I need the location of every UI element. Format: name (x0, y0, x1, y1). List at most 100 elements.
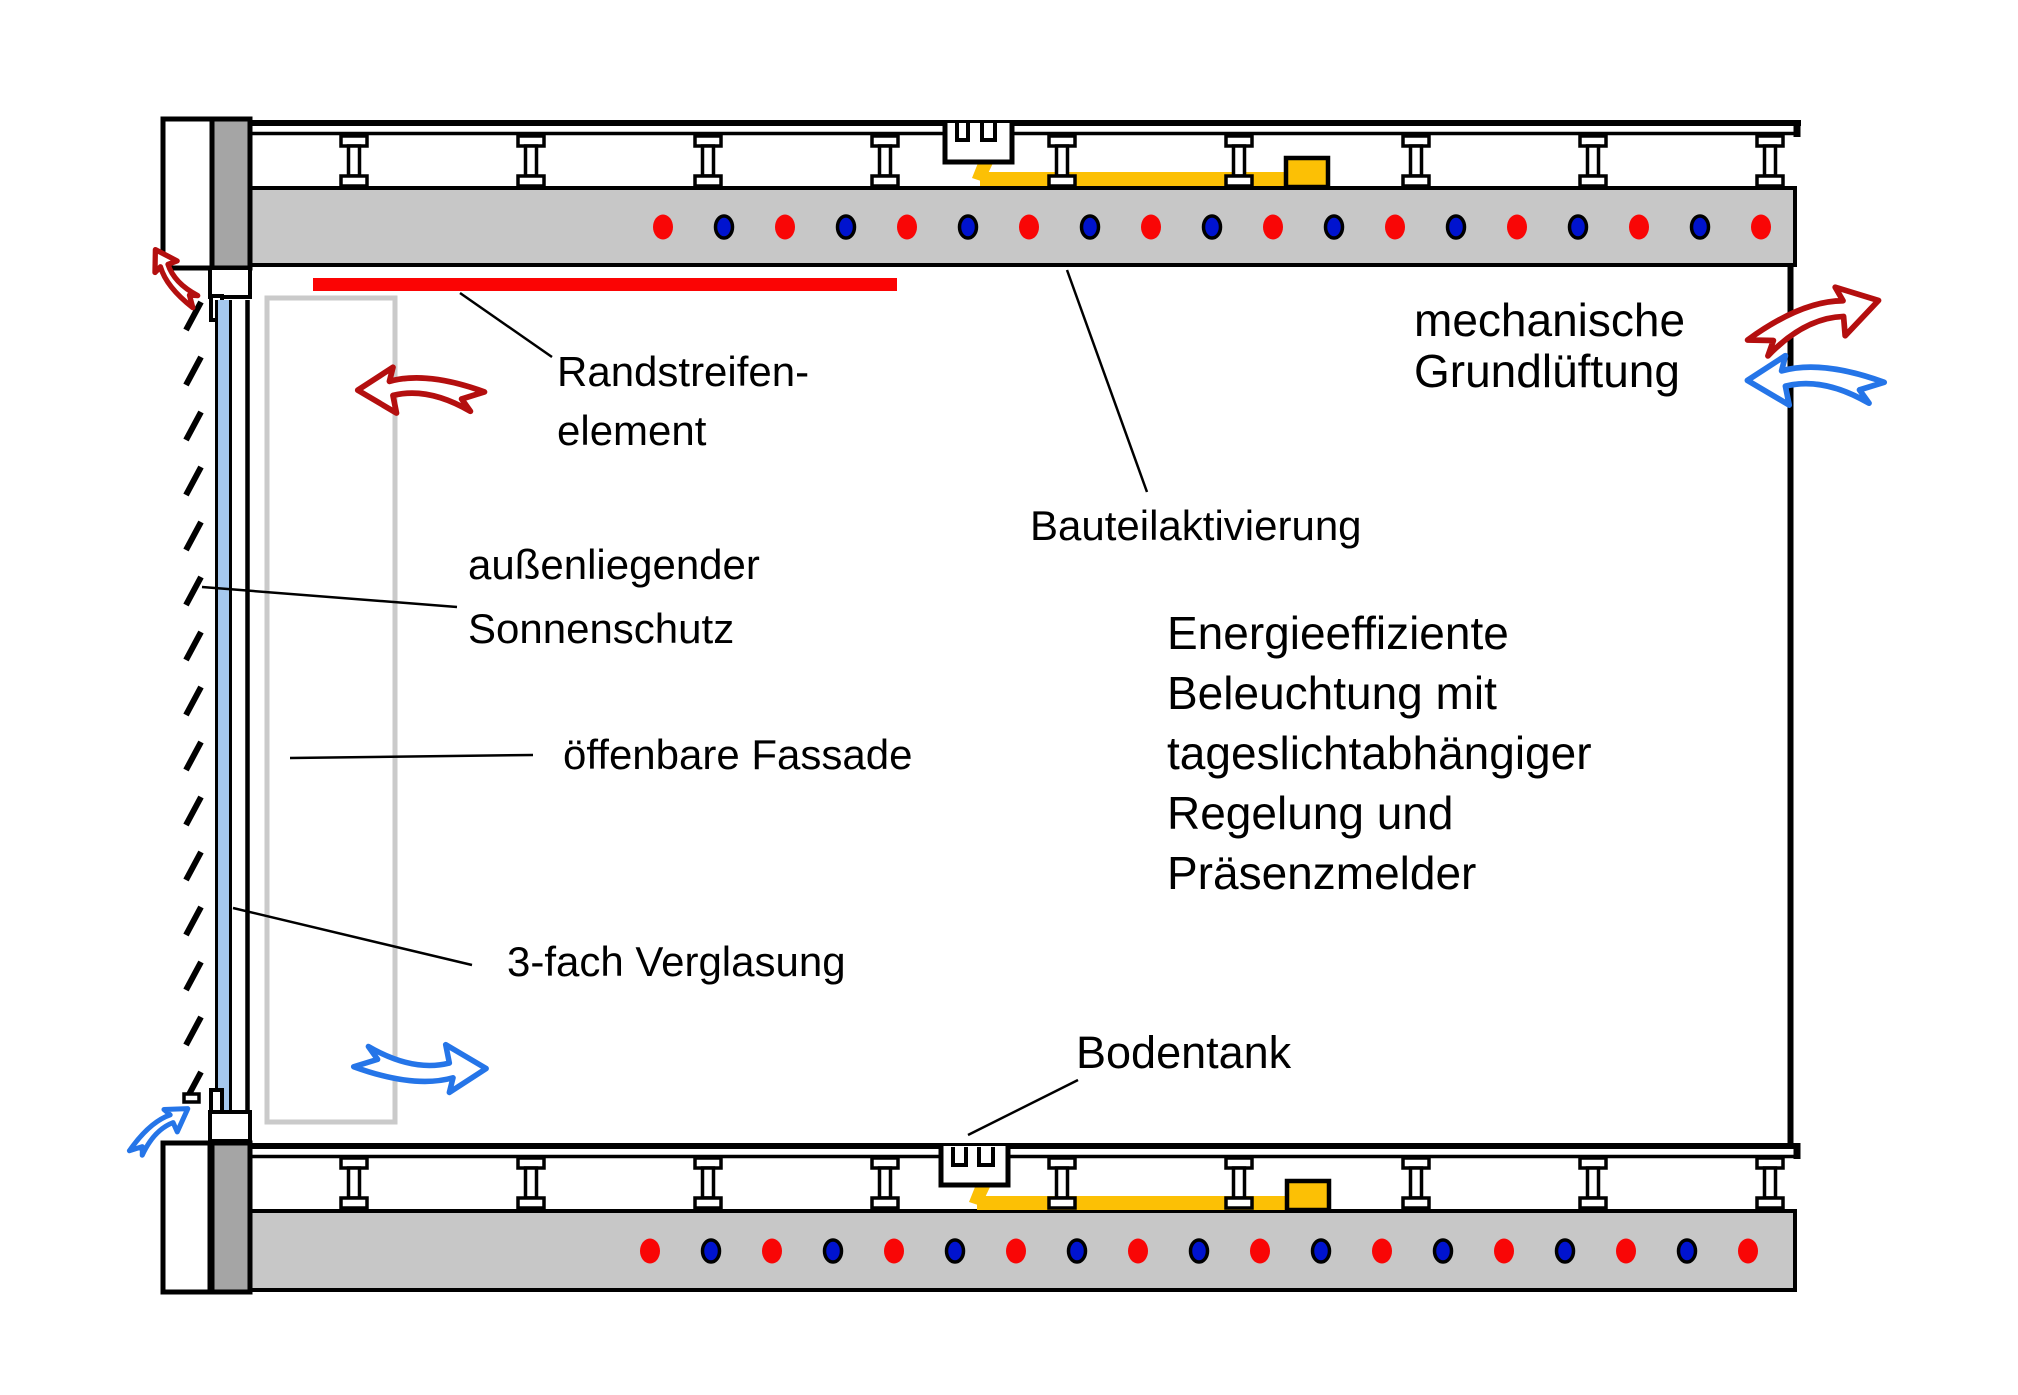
slab-pipe-blue (1676, 1238, 1698, 1264)
slab-pipe-blue (713, 214, 735, 240)
floor-pedestal (1047, 1156, 1077, 1210)
floor-pedestal (870, 134, 900, 188)
floor-tank-bottom-slot (951, 1147, 968, 1167)
floor-pedestal (1224, 1156, 1254, 1210)
floor-outlet-box-top (1283, 155, 1331, 190)
glazing-bottom-fixing (209, 1088, 224, 1114)
slab-pipe-red (1372, 1238, 1392, 1264)
floor-outlet-box-bottom (1284, 1178, 1332, 1213)
slab-pipe-red (1019, 214, 1039, 240)
hatch-dash (183, 960, 204, 992)
slab-pipe-red (1128, 1238, 1148, 1264)
facade (182, 266, 398, 1143)
slab-pipe-red (1006, 1238, 1026, 1264)
floor-pedestal (1755, 1156, 1785, 1210)
label-line: tageslichtabhängiger (1167, 727, 1592, 779)
slab-pipe-blue (1432, 1238, 1454, 1264)
hatch-dash (183, 630, 204, 662)
floor-pedestal (1578, 134, 1608, 188)
slab-pipe-blue (1445, 214, 1467, 240)
slab-pipe-red (897, 214, 917, 240)
supply-air-arrow-room-left-icon (354, 1045, 486, 1093)
floor-pedestals-top (339, 134, 1785, 188)
triple-glazing-pane (218, 300, 229, 1112)
hatch-dash (183, 465, 204, 497)
lower-facade-column-core (209, 1140, 253, 1295)
label-line: Präsenzmelder (1167, 847, 1477, 899)
slab-pipe-red (884, 1238, 904, 1264)
slab-pipe-blue (1079, 214, 1101, 240)
floor-pedestal (1401, 134, 1431, 188)
label-oeffenbare-fassade: öffenbare Fassade (563, 731, 913, 778)
room-exhaust-arrow-left-icon (358, 367, 485, 413)
slab-pipe-red (1751, 214, 1771, 240)
label-line: Regelung und (1167, 787, 1454, 839)
hatch-dash (183, 685, 204, 717)
upper-floor-assembly (163, 120, 1801, 267)
upper-facade-column (160, 116, 215, 271)
label-line: Energieeffiziente (1167, 607, 1509, 659)
floor-pedestal (1401, 1156, 1431, 1210)
label-3-fach-verglasung: 3-fach Verglasung (507, 938, 846, 985)
slab-pipe-red (762, 1238, 782, 1264)
floor-pedestal (870, 1156, 900, 1210)
floor-pedestal (1578, 1156, 1608, 1210)
slab-pipe-red (640, 1238, 660, 1264)
floor-pedestal (339, 134, 369, 188)
openable-facade-element (264, 295, 398, 1125)
slab-pipe-blue (1201, 214, 1223, 240)
label-line: Sonnenschutz (468, 605, 735, 652)
slab-pipe-red (1507, 214, 1527, 240)
label-bauteilaktivierung: Bauteilaktivierung (1030, 502, 1362, 549)
label-bodentank: Bodentank (1076, 1027, 1292, 1078)
exhaust-air-arrow-right-icon (1740, 277, 1885, 362)
slab-pipe-blue (700, 1238, 722, 1264)
slab-pipe-red (1629, 214, 1649, 240)
hatch-dash (183, 520, 204, 552)
glazing-top-bracket (208, 266, 252, 299)
floor-pedestals-bottom (339, 1156, 1785, 1210)
floor-pedestal (516, 1156, 546, 1210)
label-line: element (557, 407, 707, 454)
slab-pipe-blue (1188, 1238, 1210, 1264)
floor-pedestal (693, 134, 723, 188)
leader-lines (201, 269, 1149, 1137)
slab-pipe-red (1141, 214, 1161, 240)
floor-tank-top-slot (955, 123, 970, 142)
label-line: außenliegender (468, 541, 760, 588)
floor-tank-bottom-slot (977, 1147, 995, 1167)
slab-pipe-red (1738, 1238, 1758, 1264)
bauteilaktivierung-pipes-bottom (640, 1238, 1758, 1264)
slab-pipe-red (1616, 1238, 1636, 1264)
slab-pipe-blue (1567, 214, 1589, 240)
slab-pipe-blue (1310, 1238, 1332, 1264)
lower-facade-column (160, 1140, 213, 1295)
leader-fassade (289, 753, 534, 760)
hatch-dash (183, 575, 204, 607)
leader-verglasung (232, 906, 473, 967)
hatch-dash (183, 410, 204, 442)
slab-pipe-blue (957, 214, 979, 240)
label-line: mechanische (1414, 294, 1686, 346)
slab-pipe-blue (944, 1238, 966, 1264)
label-energieeffiziente-beleuchtung: Energieeffiziente Beleuchtung mit tagesl… (1167, 603, 1592, 903)
floor-pedestal (693, 1156, 723, 1210)
hatch-dash (183, 850, 204, 882)
slab-pipe-blue (835, 214, 857, 240)
floor-pedestal (1755, 134, 1785, 188)
sunshade-hatch-line (183, 300, 204, 1102)
leader-sonnenschutz (201, 585, 458, 609)
hatch-dash (183, 355, 204, 387)
upper-facade-column-core (209, 116, 253, 271)
floor-tank-top-slot (980, 123, 997, 142)
leader-bodentank (967, 1078, 1079, 1137)
floor-pedestal (1047, 134, 1077, 188)
supply-air-arrow-right-icon (1747, 356, 1884, 405)
hatch-dash (183, 740, 204, 772)
slab-pipe-blue (1689, 214, 1711, 240)
label-sonnenschutz: außenliegender Sonnenschutz (468, 533, 760, 661)
glazing-bottom-bracket (208, 1110, 252, 1143)
label-line: Grundlüftung (1414, 345, 1680, 397)
hatch-dash (183, 1015, 204, 1047)
